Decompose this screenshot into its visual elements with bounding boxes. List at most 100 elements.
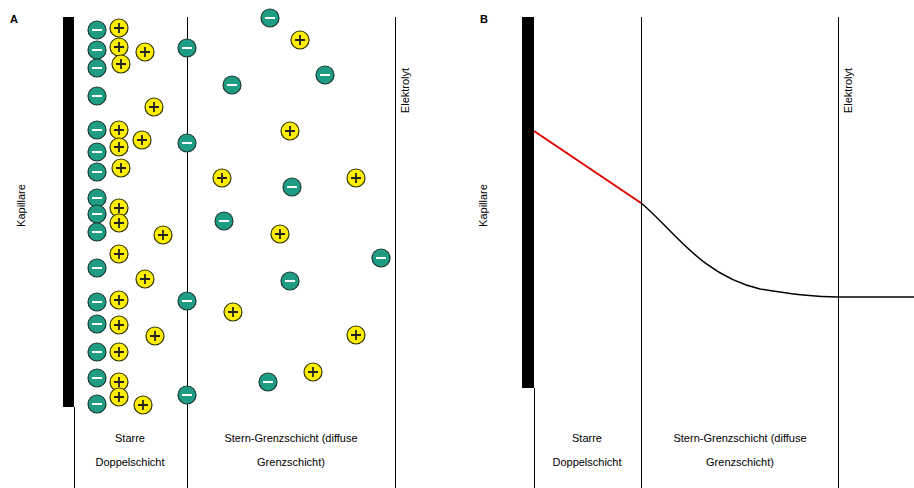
- minus-sign: [92, 377, 102, 379]
- cation-symbol: [134, 396, 152, 414]
- cation-symbol: [110, 19, 128, 37]
- anion-circle: [281, 272, 299, 290]
- boundary-line: [187, 17, 188, 488]
- capillary-label: Kapillare: [15, 184, 28, 227]
- minus-sign: [92, 67, 102, 69]
- plus-sign: [140, 47, 150, 57]
- anion-circle: [88, 121, 106, 139]
- cation-symbol: [133, 131, 151, 149]
- anion-circle: [178, 292, 196, 310]
- cation-symbol: [224, 303, 242, 321]
- anion-symbol: [178, 39, 196, 57]
- anion-circle: [88, 21, 106, 39]
- plus-sign: [150, 331, 160, 341]
- zone-label-holder: Starre Doppelschicht: [90, 426, 170, 474]
- anion-circle: [178, 386, 196, 404]
- zone-label: Starre Doppelschicht: [90, 426, 170, 474]
- cation-circle: [145, 98, 163, 116]
- anion-symbol: [178, 386, 196, 404]
- minus-sign: [92, 49, 102, 51]
- cation-circle: [112, 55, 130, 73]
- minus-sign: [92, 171, 102, 173]
- zone-label: Stern-Grenzschicht (diffuse Grenzschicht…: [224, 426, 359, 474]
- minus-sign: [182, 394, 192, 396]
- anion-circle: [88, 41, 106, 59]
- minus-sign: [92, 351, 102, 353]
- cation-circle: [110, 138, 128, 156]
- anion-symbol: [88, 205, 106, 223]
- cation-symbol: [110, 121, 128, 139]
- cation-circle: [281, 122, 299, 140]
- plus-sign: [285, 126, 295, 136]
- plus-sign: [114, 347, 124, 357]
- cation-symbol: [347, 169, 365, 187]
- anion-symbol: [178, 134, 196, 152]
- plus-sign: [114, 249, 124, 259]
- panel-letter: B: [480, 13, 488, 26]
- plus-sign: [351, 330, 361, 340]
- anion-circle: [223, 76, 241, 94]
- minus-sign: [92, 403, 102, 405]
- anion-circle: [215, 212, 233, 230]
- anion-symbol: [178, 292, 196, 310]
- anion-symbol: [88, 189, 106, 207]
- plus-sign: [114, 218, 124, 228]
- cation-symbol: [110, 38, 128, 56]
- anion-circle: [178, 134, 196, 152]
- minus-sign: [92, 151, 102, 153]
- capillary-wall: [522, 17, 534, 388]
- anion-circle: [88, 59, 106, 77]
- plus-sign: [149, 102, 159, 112]
- cation-symbol: [136, 270, 154, 288]
- cation-circle: [110, 388, 128, 406]
- plus-sign: [114, 142, 124, 152]
- cation-circle: [112, 159, 130, 177]
- zone-label: Stern-Grenzschicht (diffuse Grenzschicht…: [673, 426, 808, 474]
- anion-circle: [88, 343, 106, 361]
- plus-sign: [114, 377, 124, 387]
- plus-sign: [114, 42, 124, 52]
- cation-symbol: [110, 316, 128, 334]
- minus-sign: [182, 142, 192, 144]
- cation-symbol: [291, 31, 309, 49]
- cation-circle: [154, 226, 172, 244]
- capillary-wall: [63, 17, 74, 407]
- boundary-line: [395, 17, 396, 488]
- anion-symbol: [88, 163, 106, 181]
- ion-group: [88, 9, 390, 414]
- cation-circle: [224, 303, 242, 321]
- plus-sign: [138, 400, 148, 410]
- zone-label-holder: Stern-Grenzschicht (diffuse Grenzschicht…: [224, 426, 359, 474]
- plus-sign: [116, 59, 126, 69]
- electrolyte-label: Elektrolyt: [843, 67, 856, 112]
- cation-circle: [110, 121, 128, 139]
- minus-sign: [92, 213, 102, 215]
- anion-circle: [372, 249, 390, 267]
- plus-sign: [275, 229, 285, 239]
- zone-label: Starre Doppelschicht: [547, 426, 627, 474]
- cation-symbol: [304, 363, 322, 381]
- cation-circle: [291, 31, 309, 49]
- plus-sign: [308, 367, 318, 377]
- anion-symbol: [88, 315, 106, 333]
- minus-sign: [219, 220, 229, 222]
- anion-symbol: [88, 87, 106, 105]
- panel-b-frame: [522, 17, 914, 488]
- cation-circle: [136, 270, 154, 288]
- minus-sign: [227, 84, 237, 86]
- minus-sign: [285, 280, 295, 282]
- cation-symbol: [281, 122, 299, 140]
- cation-circle: [110, 245, 128, 263]
- cation-symbol: [271, 225, 289, 243]
- minus-sign: [92, 95, 102, 97]
- cation-symbol: [110, 291, 128, 309]
- capillary-label-holder: Kapillare: [15, 184, 28, 227]
- boundary-line: [74, 407, 75, 488]
- anion-circle: [88, 369, 106, 387]
- plus-sign: [351, 173, 361, 183]
- cation-symbol: [154, 226, 172, 244]
- plus-sign: [217, 173, 227, 183]
- minus-sign: [92, 197, 102, 199]
- anion-circle: [316, 66, 334, 84]
